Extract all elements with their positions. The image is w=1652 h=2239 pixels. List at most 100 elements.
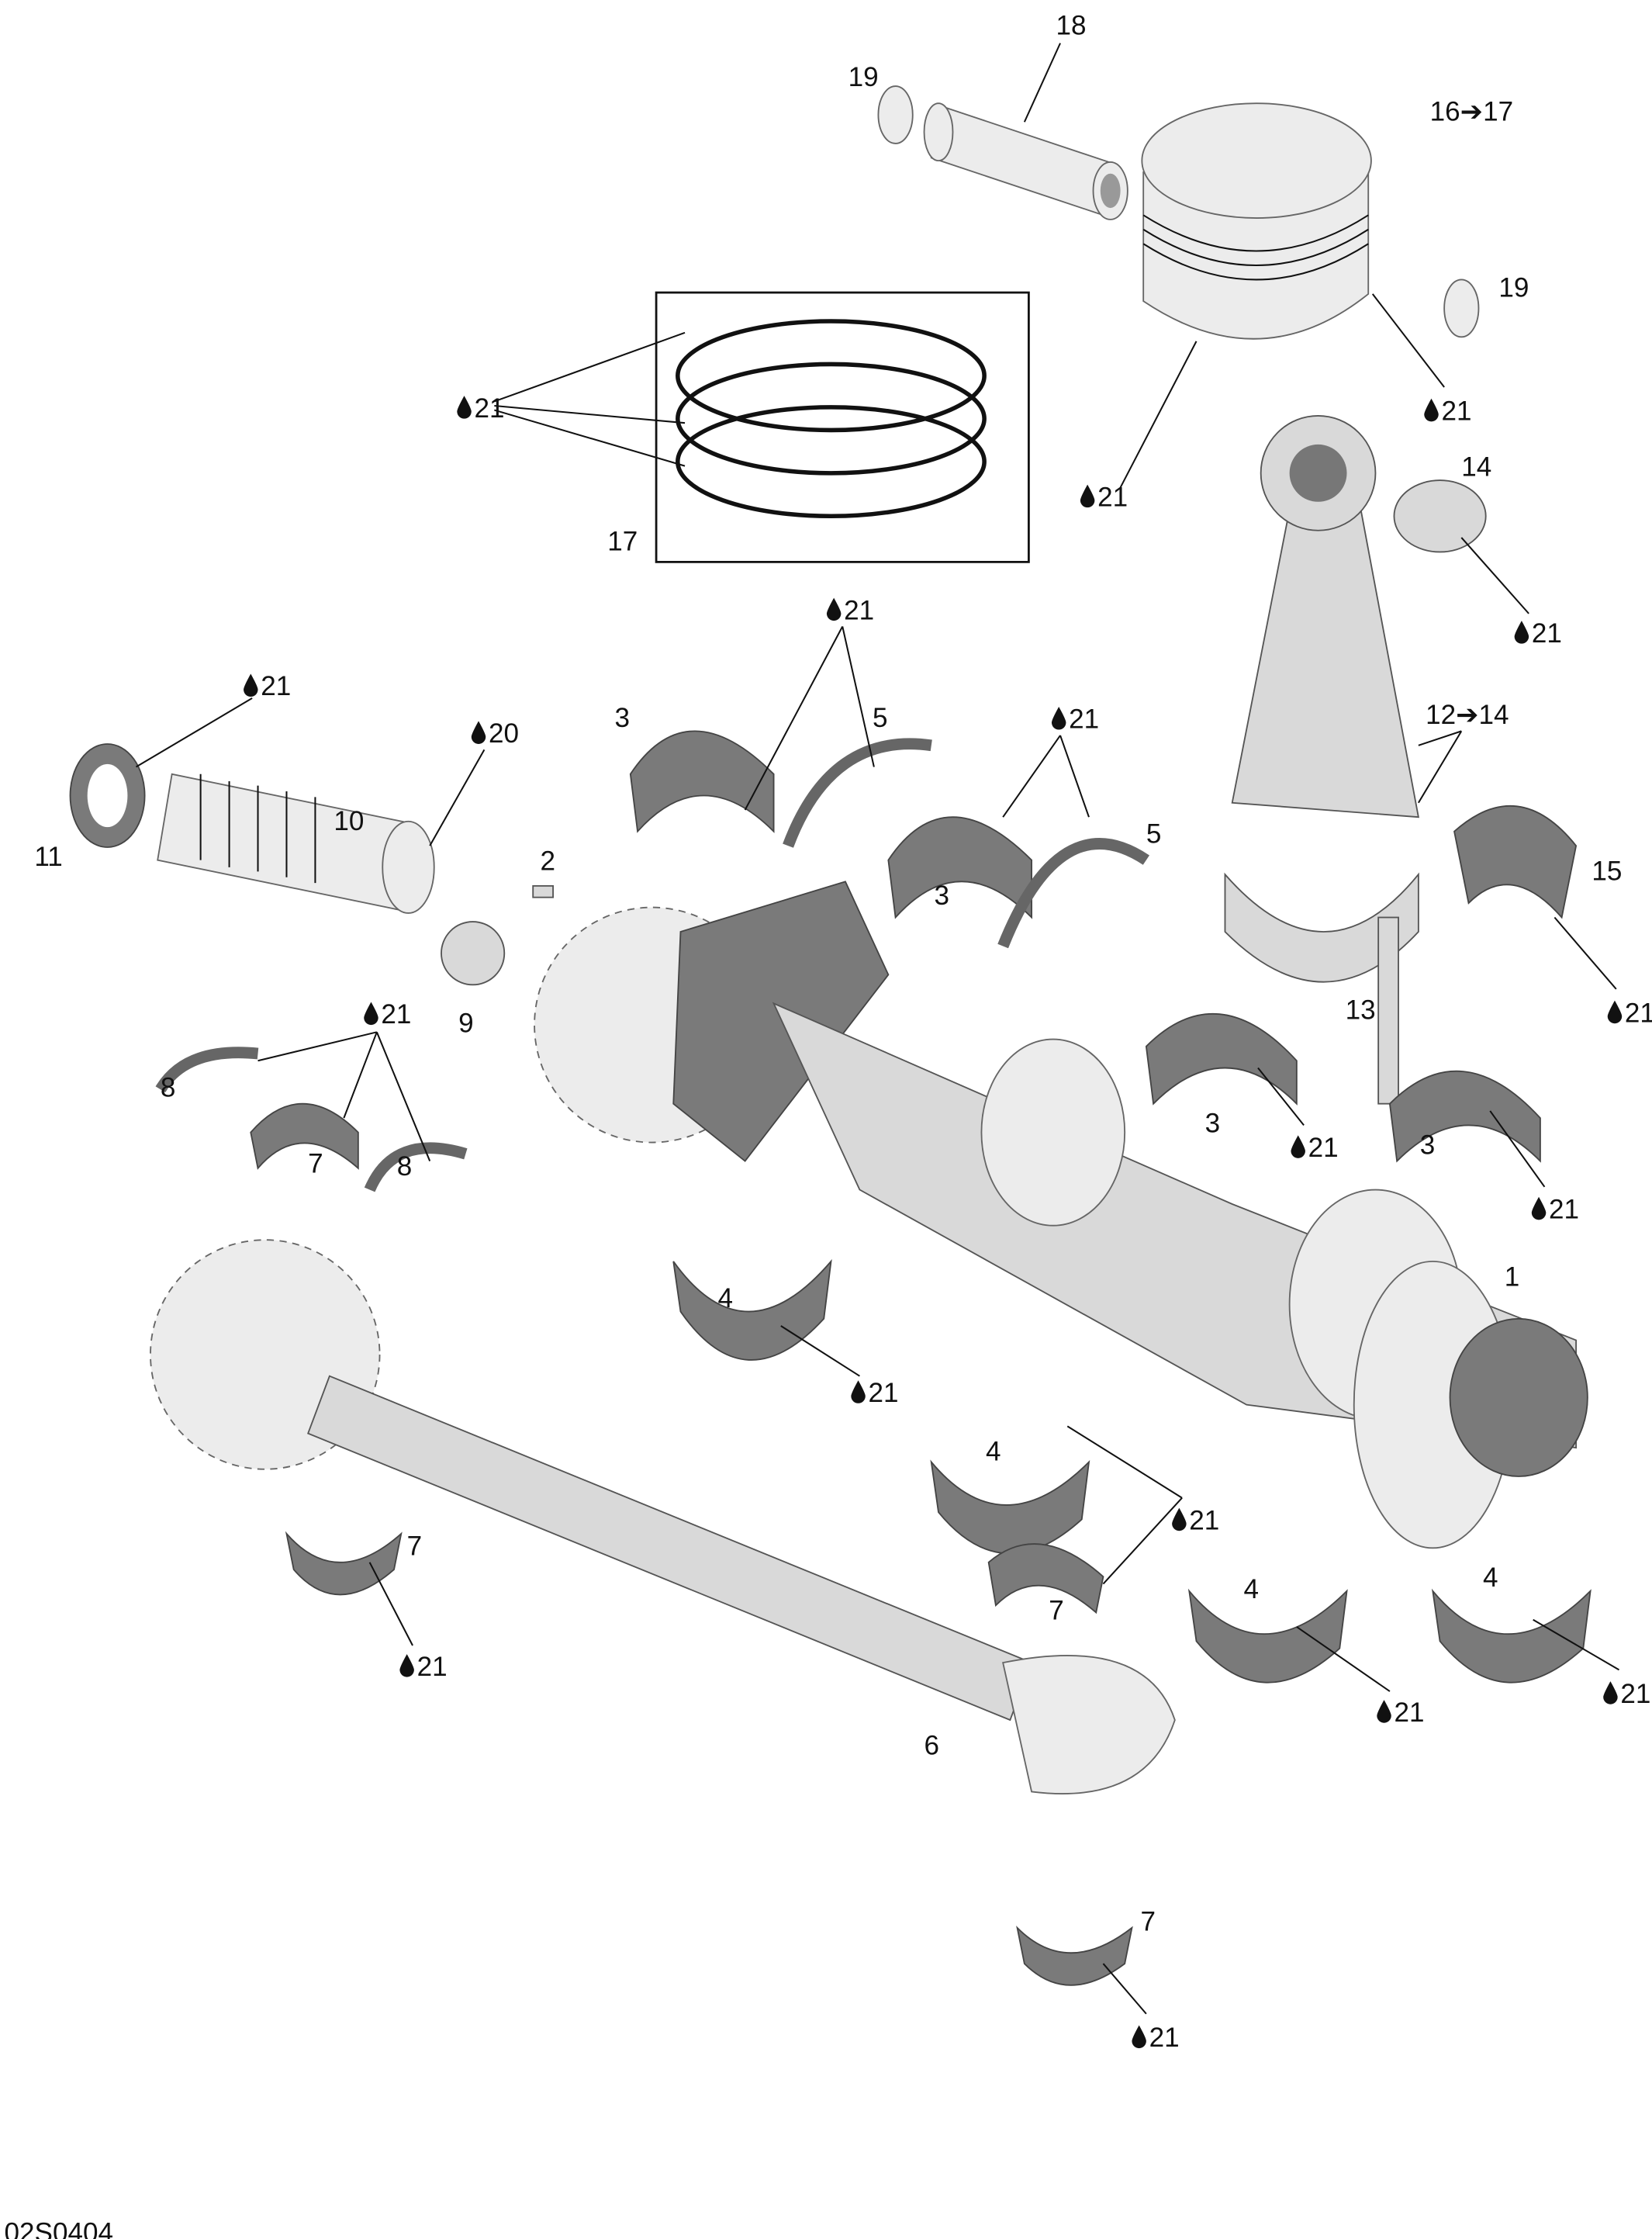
callout-2: 2 (540, 846, 555, 877)
oil-drop-icon (1424, 398, 1439, 422)
oil-drop-icon (1080, 484, 1095, 508)
oil-drop-icon (1291, 1135, 1305, 1158)
callout-number: 21 (1549, 1194, 1579, 1224)
piston (1141, 102, 1372, 340)
oil-seal (69, 743, 146, 848)
callout-21: 21 (1051, 704, 1099, 735)
callout-4: 4 (1483, 1562, 1498, 1593)
piston-pin (923, 102, 1128, 220)
oil-drop-icon (1172, 1507, 1187, 1531)
callout-21: 21 (1377, 1697, 1425, 1728)
callout-number: 4 (1244, 1574, 1260, 1604)
callout-number: 1 (1505, 1261, 1520, 1292)
callout-7: 7 (1049, 1596, 1064, 1626)
callout-number: 3 (615, 703, 631, 733)
callout-21: 21 (1607, 998, 1652, 1028)
callout-number: 18 (1056, 11, 1087, 41)
callout-3: 3 (615, 703, 631, 733)
callout-number: 16➔17 (1430, 96, 1513, 126)
callout-21: 21 (851, 1378, 899, 1408)
callout-13: 13 (1346, 995, 1376, 1026)
callout-6: 6 (924, 1730, 940, 1760)
callout-8: 8 (397, 1151, 413, 1182)
conrod-bolt (1377, 916, 1399, 1105)
callout-number: 21 (261, 671, 291, 701)
piston-rings (676, 319, 987, 519)
callout-20: 20 (471, 718, 519, 749)
oil-drop-icon (244, 673, 258, 697)
callout-4: 4 (1244, 1574, 1260, 1604)
oil-drop-icon (1377, 1700, 1391, 1723)
callout-5: 5 (1146, 818, 1162, 849)
callout-number: 3 (934, 881, 949, 911)
callout-number: 21 (417, 1652, 448, 1682)
callout-12-14: 12➔14 (1426, 700, 1509, 730)
callout-21: 21 (1531, 1194, 1579, 1224)
circlip (1443, 279, 1480, 338)
callout-21: 21 (399, 1652, 448, 1682)
diagram-code: 02S0404 (5, 2217, 113, 2239)
callout-number: 21 (1189, 1505, 1219, 1535)
callout-number: 21 (844, 595, 874, 625)
callout-number: 19 (1498, 273, 1529, 303)
callout-1: 1 (1505, 1261, 1520, 1292)
bearing-shells (155, 730, 1592, 1986)
oil-drop-icon (1531, 1196, 1547, 1220)
small-end-bushing (1393, 479, 1487, 553)
callout-4: 4 (986, 1437, 1001, 1467)
callout-7: 7 (1140, 1907, 1156, 1937)
sprocket (441, 921, 506, 986)
callout-number: 21 (1441, 396, 1471, 426)
callout-21: 21 (1172, 1505, 1219, 1535)
callout-10: 10 (334, 806, 364, 836)
callout-7: 7 (308, 1148, 323, 1178)
oil-drop-icon (1051, 706, 1066, 730)
oil-drop-icon (1132, 2025, 1146, 2049)
callout-7: 7 (407, 1531, 423, 1562)
callout-number: 21 (1532, 618, 1562, 649)
callout-number: 21 (1394, 1697, 1424, 1728)
callout-number: 2 (540, 846, 555, 877)
callout-number: 19 (848, 62, 879, 92)
callout-21: 21 (364, 999, 411, 1030)
oil-drop-icon (457, 396, 472, 419)
callout-3: 3 (1205, 1109, 1221, 1139)
callout-9: 9 (458, 1008, 474, 1038)
callout-number: 7 (407, 1531, 423, 1562)
piston-ring-set-box (655, 291, 1030, 563)
callout-3: 3 (934, 881, 949, 911)
callout-number: 21 (474, 393, 504, 424)
oil-drop-icon (1603, 1681, 1618, 1704)
callout-number: 7 (1049, 1596, 1064, 1626)
callout-number: 7 (1140, 1907, 1156, 1937)
callout-3: 3 (1420, 1130, 1436, 1160)
oil-drop-icon (1607, 1000, 1623, 1024)
leader-lines (135, 43, 1620, 2015)
callout-number: 11 (34, 842, 62, 872)
callout-8: 8 (161, 1072, 176, 1102)
callout-21: 21 (1424, 396, 1471, 426)
callout-number: 21 (1069, 704, 1099, 735)
callout-number: 21 (1625, 998, 1652, 1028)
callout-number: 4 (718, 1283, 734, 1313)
conrod-bearing (1453, 805, 1578, 919)
callout-number: 10 (334, 806, 364, 836)
callout-18: 18 (1056, 11, 1087, 41)
callout-21: 21 (1080, 482, 1128, 512)
callout-number: 3 (1420, 1130, 1436, 1160)
connecting-rod (1224, 415, 1420, 983)
callout-number: 4 (1483, 1562, 1498, 1593)
callout-15: 15 (1592, 856, 1622, 886)
oil-drop-icon (471, 721, 486, 744)
callout-14: 14 (1461, 452, 1491, 483)
callout-21: 21 (457, 393, 505, 424)
callout-21: 21 (826, 595, 874, 625)
callout-number: 9 (458, 1008, 474, 1038)
callout-number: 14 (1461, 452, 1491, 483)
oil-drop-icon (399, 1654, 414, 1677)
callout-number: 21 (1620, 1679, 1650, 1709)
oil-drop-icon (364, 1002, 378, 1026)
